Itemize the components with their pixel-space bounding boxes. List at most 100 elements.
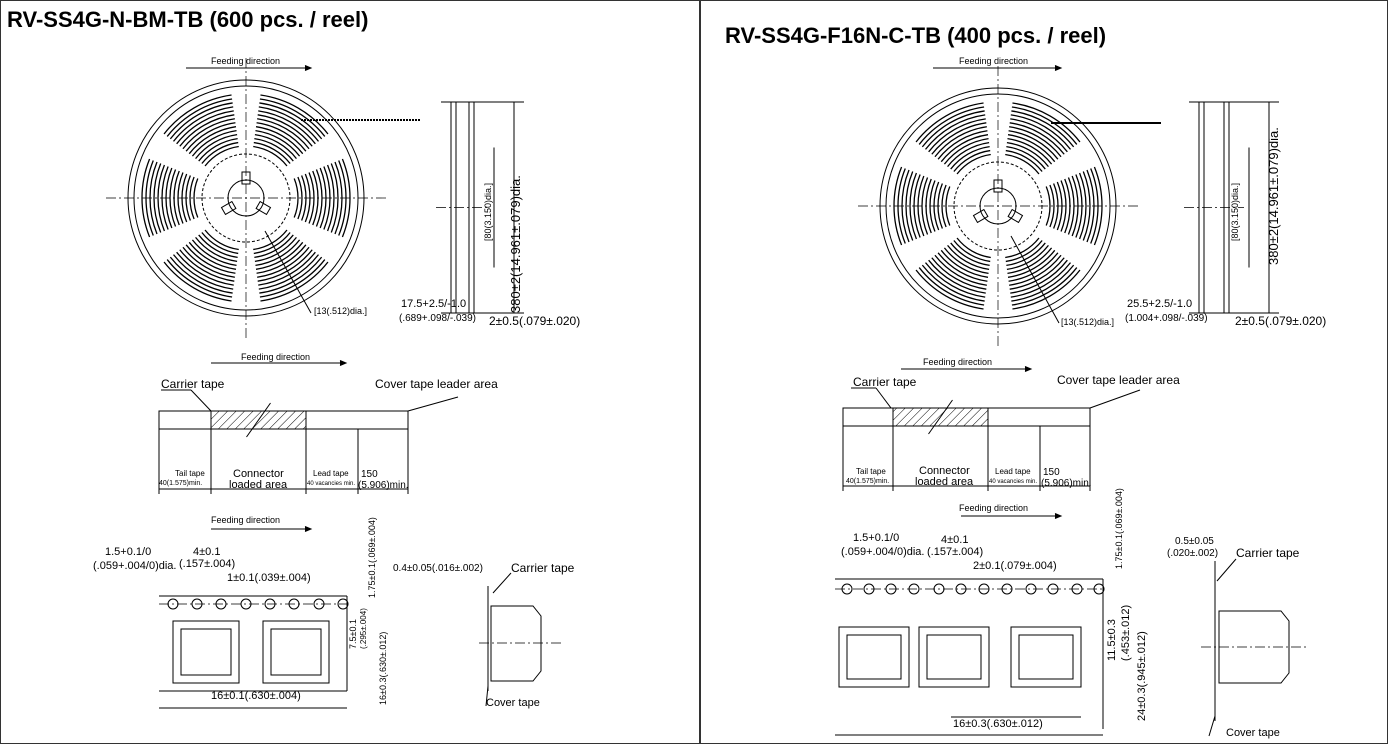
reel-window-arc — [1010, 258, 1065, 289]
sprocket-hole — [216, 599, 226, 609]
reel-window-arc — [1011, 263, 1071, 297]
reel-window-arc — [930, 181, 935, 232]
reel-window-arc — [205, 147, 239, 166]
reel-window-arc — [194, 179, 198, 218]
reel-window-arc — [1006, 151, 1042, 172]
reel-window-arc — [932, 258, 987, 289]
reel-window-arc — [254, 139, 293, 161]
reel-window-arc — [916, 103, 983, 142]
reel-window-arc — [258, 250, 313, 281]
reel-window-arc — [938, 131, 987, 159]
leader-length-1: 150 — [361, 469, 378, 480]
tape-thickness-mm: 0.5±0.05 — [1175, 536, 1214, 547]
reel-window-arc — [1080, 173, 1086, 239]
carrier-pocket — [839, 627, 909, 687]
reel-window-arc — [929, 119, 986, 152]
pocket-feeding-label: Feeding direction — [211, 515, 281, 525]
reel-window-arc — [922, 111, 984, 147]
reel-window-arc — [189, 127, 236, 154]
sprocket-hole — [842, 584, 852, 594]
sprocket-hole — [886, 584, 896, 594]
reel-window-arc — [170, 170, 176, 227]
reel-window-arc — [1006, 240, 1042, 261]
reel-window-arc — [1011, 115, 1071, 149]
reel-window-arc — [174, 107, 234, 141]
pitch-4-mm: 4±0.1 — [941, 534, 969, 546]
left-panel: RV-SS4G-N-BM-TB (600 pcs. / reel) Feedin… — [0, 0, 700, 744]
reel-key-slot — [973, 210, 987, 223]
reel-window-arc — [932, 123, 987, 154]
pocket-feeding-arrow-head — [305, 527, 311, 532]
reel-feeding-arrow-head — [305, 66, 311, 71]
reel-window-arc — [259, 107, 319, 141]
reel-window-arc — [259, 257, 321, 293]
reel-window-arc — [180, 115, 235, 146]
sprocket-hole-in: (.059+.004/0)dia. — [841, 546, 925, 558]
reel-window-arc — [186, 245, 235, 273]
tail-tape-length: 40(1.575)min. — [159, 480, 203, 487]
reel-window-arc — [1006, 243, 1045, 265]
reel-window-arc — [926, 115, 986, 149]
lead-tape-length: 40 vacancies min. — [989, 479, 1038, 485]
carrier-pocket-inner — [1019, 635, 1073, 679]
reel-window-arc — [922, 265, 984, 301]
reel-window-arc — [205, 230, 239, 249]
reel-feeding-label: Feeding direction — [959, 56, 1029, 66]
reel-window-arc — [154, 164, 161, 233]
reel-window-arc — [258, 111, 315, 144]
reel-window-arc — [196, 237, 238, 261]
reel-width-in: (1.004+.098/-.039) — [1125, 313, 1208, 324]
reel-window-arc — [941, 135, 988, 162]
reel-window-arc — [158, 165, 164, 231]
sprocket-hole — [265, 599, 275, 609]
reel-window-arc — [948, 245, 990, 269]
reel-outer-dia: 380±2(14.961±.079)dia. — [1266, 127, 1281, 265]
reel-window-arc — [177, 252, 234, 285]
reel-window-arc — [938, 253, 987, 281]
sprocket-hole — [864, 584, 874, 594]
carrier-tape-callout: Carrier tape — [511, 561, 575, 575]
reel-window-arc — [1010, 260, 1067, 293]
reel-hub-dia-label: [13(.512)dia.] — [314, 306, 368, 316]
tail-tape-label: Tail tape — [175, 469, 205, 478]
reel-window-arc — [258, 115, 313, 146]
reel-window-arc — [1083, 172, 1090, 241]
reel-window-arc — [1009, 127, 1061, 157]
reel-window-arc — [331, 164, 338, 233]
tape-width: 24±0.3(.945±.012) — [1136, 631, 1148, 721]
reel-window-arc — [177, 111, 234, 144]
cover-callout-leader — [1209, 716, 1215, 736]
reel-window-arc — [957, 238, 991, 257]
reel-window-arc — [199, 235, 238, 257]
reel-window-arc — [257, 247, 309, 277]
reel-window-arc — [935, 127, 987, 157]
reel-window-arc — [1050, 185, 1054, 227]
tail-tape-length: 40(1.575)min. — [846, 478, 890, 485]
reel-window-arc — [202, 232, 238, 253]
reel-window-arc — [316, 170, 322, 227]
sprocket-hole — [1094, 584, 1104, 594]
tail-tape-label: Tail tape — [856, 467, 886, 476]
pitch-4-mm: 4±0.1 — [193, 546, 221, 558]
reel-window-arc — [1005, 238, 1039, 257]
reel-hub-dia-label: [13(.512)dia.] — [1061, 317, 1115, 327]
sprocket-hole — [909, 584, 919, 594]
carrier-pocket-inner — [271, 629, 321, 675]
carrier-callout-leader — [1217, 559, 1236, 581]
carrier-callout-leader — [493, 573, 511, 593]
edge-distance: 1.75±0.1(.069±.004) — [367, 517, 377, 598]
reel-window-arc — [1005, 155, 1039, 174]
reel-window-arc — [1010, 119, 1067, 152]
reel-window-arc — [926, 263, 986, 297]
reel-window-arc — [328, 165, 334, 231]
reel-window-arc — [164, 95, 231, 134]
reel-window-arc — [174, 255, 234, 289]
reel-window-arc — [189, 242, 236, 269]
reel-window-arc — [1008, 250, 1055, 277]
reel-width-mm: 25.5+2.5/-1.0 — [1127, 298, 1193, 310]
reel-window-arc — [1012, 268, 1077, 305]
cover-tape-callout: Cover tape — [486, 697, 540, 709]
reel-window-arc — [1007, 245, 1049, 269]
reel-window-arc — [260, 260, 325, 297]
tape-break-mark — [929, 400, 953, 434]
